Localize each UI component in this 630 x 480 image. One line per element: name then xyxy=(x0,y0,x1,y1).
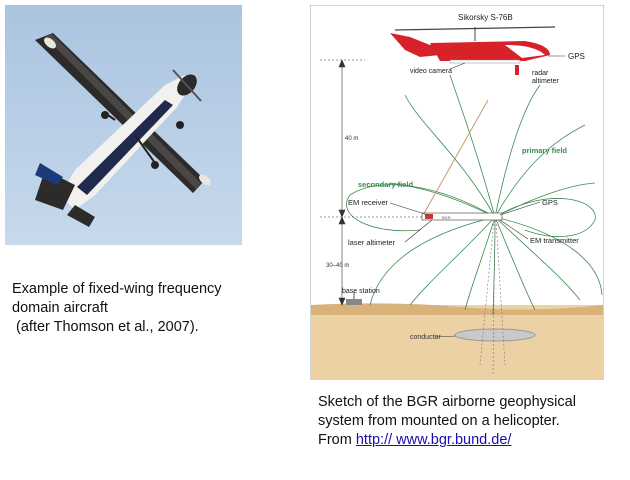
tow-cable xyxy=(421,99,489,218)
diagram-caption-line-3: From http:// www.bgr.bund.de/ xyxy=(318,431,618,450)
aircraft-caption: Example of fixed-wing frequency domain a… xyxy=(12,280,257,337)
base-station-label: base station xyxy=(342,288,380,295)
height-40m-label: 40 m xyxy=(345,136,358,142)
helicopter-label: Sikorsky S-76B xyxy=(458,13,513,22)
primary-field-label: primary field xyxy=(522,146,567,155)
bgr-link[interactable]: http:// www.bgr.bund.de/ xyxy=(355,432,512,448)
ground-layer xyxy=(311,305,603,379)
bgr-diagram-svg: conductor xyxy=(309,4,605,381)
height-30-40m-label: 30–40 m xyxy=(326,263,349,269)
aircraft-caption-line-3: (after Thomson et al., 2007). xyxy=(12,319,199,335)
diagram-caption-line-2: system from mounted on a helicopter. xyxy=(318,413,560,429)
secondary-field-lines xyxy=(479,219,506,376)
helicopter-icon xyxy=(390,26,556,64)
base-station-icon xyxy=(346,291,362,305)
svg-text:BGR: BGR xyxy=(442,215,451,220)
aircraft-tail xyxy=(35,170,75,210)
tow-bird-icon: BGR xyxy=(421,212,503,221)
video-camera-label: video camera xyxy=(410,68,452,75)
aircraft-caption-line-1: Example of fixed-wing frequency xyxy=(12,281,222,297)
primary-field-lines xyxy=(346,74,603,316)
fixed-wing-aircraft-image xyxy=(5,5,242,245)
aircraft-caption-line-2: domain aircraft xyxy=(12,300,108,316)
height-scale xyxy=(320,59,440,306)
bgr-system-diagram: conductor xyxy=(309,4,605,381)
diagram-caption-from: From xyxy=(318,432,356,448)
secondary-field-label: secondary field xyxy=(358,180,413,189)
diagram-caption-line-1: Sketch of the BGR airborne geophysical xyxy=(318,394,576,410)
laser-altimeter-label: laser altimeter xyxy=(348,238,396,247)
gps-mid-label: GPS xyxy=(542,198,558,207)
em-receiver-label: EM receiver xyxy=(348,198,389,207)
em-transmitter-label: EM transmitter xyxy=(530,236,579,245)
conductor-label: conductor xyxy=(410,334,441,341)
conductor-body xyxy=(454,328,536,342)
gps-top-label: GPS xyxy=(568,52,585,61)
aircraft-photo xyxy=(5,5,242,245)
diagram-caption: Sketch of the BGR airborne geophysical s… xyxy=(318,393,618,450)
